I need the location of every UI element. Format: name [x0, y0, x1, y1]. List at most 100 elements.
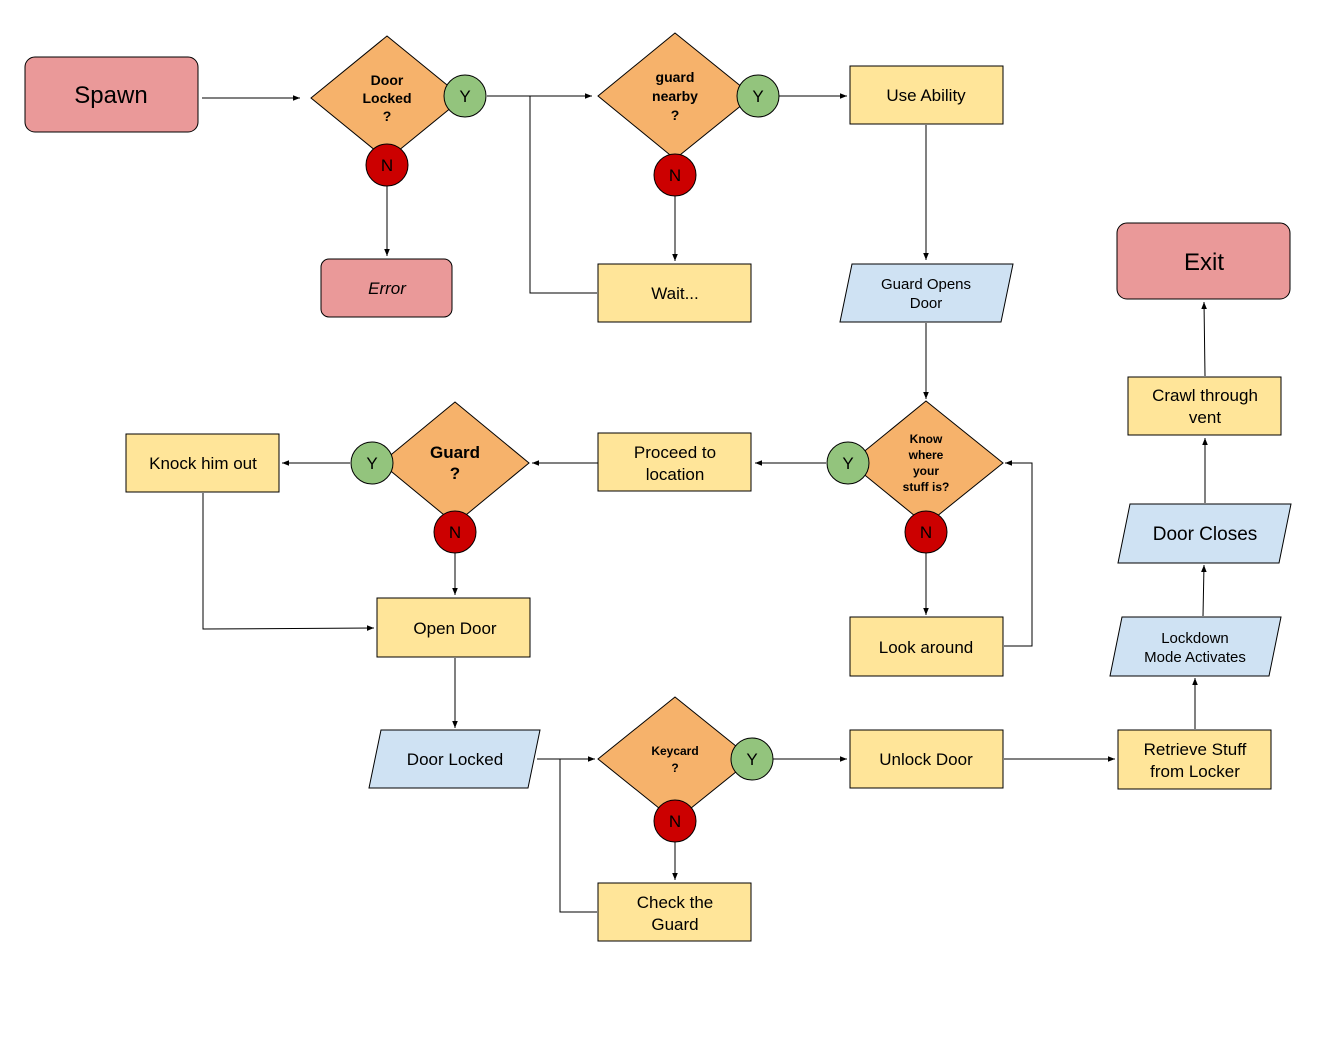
lockdown-shape — [1109, 616, 1282, 677]
proceed-shape — [597, 432, 752, 492]
edge-lockdown-to-door-closes — [1201, 564, 1207, 617]
node-knock-him-out: Knock him out — [125, 433, 280, 493]
edge-knock-to-open-door — [202, 493, 375, 631]
edge-check-guard-loop — [559, 759, 597, 913]
node-error: Error — [320, 258, 453, 318]
no-badge-label: N — [669, 812, 681, 831]
wait-shape — [597, 263, 752, 323]
no-badge-label: N — [920, 523, 932, 542]
node-guard-nearby-decision: guard nearby ? — [597, 32, 754, 160]
door-locked-io-shape — [368, 729, 541, 789]
error-shape — [320, 258, 453, 318]
unlock-door-label: Unlock Door — [879, 750, 973, 769]
door-closes-label: Door Closes — [1153, 524, 1258, 545]
spawn-label: Spawn — [74, 82, 147, 109]
know-where-label-4: stuff is? — [903, 480, 950, 494]
yes-badge — [730, 737, 774, 781]
badge-no-keycard: N — [653, 799, 697, 843]
know-where-label-3: your — [913, 464, 939, 478]
check-guard-label-2: Guard — [651, 915, 698, 934]
guard-decision-label-2: ? — [450, 464, 460, 483]
node-wait: Wait... — [597, 263, 752, 323]
node-check-the-guard: Check the Guard — [597, 882, 752, 942]
open-door-label: Open Door — [413, 619, 496, 638]
guard-opens-door-label-1: Guard Opens — [881, 276, 971, 293]
crawl-label-1: Crawl through — [1152, 386, 1258, 405]
lockdown-label-2: Mode Activates — [1144, 649, 1246, 666]
no-badge — [653, 799, 697, 843]
badge-yes-guard: Y — [350, 441, 394, 485]
badge-no-door-locked: N — [365, 143, 409, 187]
use-ability-label: Use Ability — [886, 86, 966, 105]
badge-no-know-where: N — [904, 510, 948, 554]
edge-look-around-loop — [1004, 460, 1033, 647]
badge-yes-keycard: Y — [730, 737, 774, 781]
crawl-label-2: vent — [1189, 408, 1221, 427]
retrieve-label-2: from Locker — [1150, 762, 1240, 781]
no-badge — [365, 143, 409, 187]
guard-nearby-label-3: ? — [671, 107, 680, 123]
node-guard-decision: Guard ? — [380, 401, 530, 525]
no-badge-label: N — [381, 156, 393, 175]
retrieve-shape — [1117, 729, 1272, 790]
guard-decision-shape — [380, 401, 530, 525]
yes-badge — [736, 74, 780, 118]
look-around-shape — [849, 616, 1004, 677]
node-crawl-through-vent: Crawl through vent — [1127, 376, 1282, 436]
node-door-locked-io: Door Locked — [368, 729, 541, 789]
lockdown-label-1: Lockdown — [1161, 630, 1229, 647]
yes-badge — [443, 74, 487, 118]
spawn-shape — [24, 56, 199, 133]
badge-no-guard: N — [433, 510, 477, 554]
no-badge-label: N — [669, 166, 681, 185]
know-where-label-2: where — [908, 448, 944, 462]
node-door-locked-decision: Door Locked ? — [310, 35, 464, 161]
node-proceed-to-location: Proceed to location — [597, 432, 752, 492]
guard-nearby-label-2: nearby — [652, 88, 698, 104]
door-locked-decision-label-2: Locked — [362, 90, 411, 106]
guard-decision-label-1: Guard — [430, 443, 480, 462]
yes-badge-label: Y — [366, 454, 377, 473]
unlock-door-shape — [849, 729, 1004, 789]
badge-no-guard-nearby: N — [653, 153, 697, 197]
keycard-label-2: ? — [671, 761, 678, 775]
door-locked-decision-label-1: Door — [371, 72, 404, 88]
use-ability-shape — [849, 65, 1004, 125]
error-label: Error — [368, 279, 407, 298]
yes-badge-label: Y — [842, 454, 853, 473]
node-lockdown-mode: Lockdown Mode Activates — [1109, 616, 1282, 677]
crawl-shape — [1127, 376, 1282, 436]
look-around-label: Look around — [879, 638, 974, 657]
exit-label: Exit — [1184, 249, 1224, 276]
keycard-label-1: Keycard — [651, 744, 698, 758]
node-unlock-door: Unlock Door — [849, 729, 1004, 789]
door-locked-io-label: Door Locked — [407, 750, 503, 769]
node-open-door: Open Door — [376, 597, 531, 658]
knock-shape — [125, 433, 280, 493]
node-retrieve-stuff: Retrieve Stuff from Locker — [1117, 729, 1272, 790]
edge-wait-loop — [529, 96, 597, 294]
proceed-label-1: Proceed to — [634, 443, 716, 462]
wait-label: Wait... — [651, 284, 699, 303]
yes-badge-label: Y — [746, 750, 757, 769]
knock-label: Knock him out — [149, 454, 257, 473]
node-know-where-decision: Know where your stuff is? — [849, 400, 1004, 526]
badge-yes-guard-nearby: Y — [736, 74, 780, 118]
badge-yes-door-locked: Y — [443, 74, 487, 118]
guard-nearby-label-1: guard — [656, 69, 695, 85]
node-use-ability: Use Ability — [849, 65, 1004, 125]
check-guard-label-1: Check the — [637, 893, 714, 912]
node-guard-opens-door: Guard Opens Door — [839, 263, 1014, 323]
guard-opens-door-shape — [839, 263, 1014, 323]
know-where-decision-shape — [849, 400, 1004, 526]
guard-opens-door-label-2: Door — [910, 295, 943, 312]
check-guard-shape — [597, 882, 752, 942]
yes-badge-label: Y — [459, 87, 470, 106]
connectors — [202, 93, 1208, 913]
no-badge-label: N — [449, 523, 461, 542]
no-badge — [653, 153, 697, 197]
no-badge — [904, 510, 948, 554]
no-badge — [433, 510, 477, 554]
node-look-around: Look around — [849, 616, 1004, 677]
